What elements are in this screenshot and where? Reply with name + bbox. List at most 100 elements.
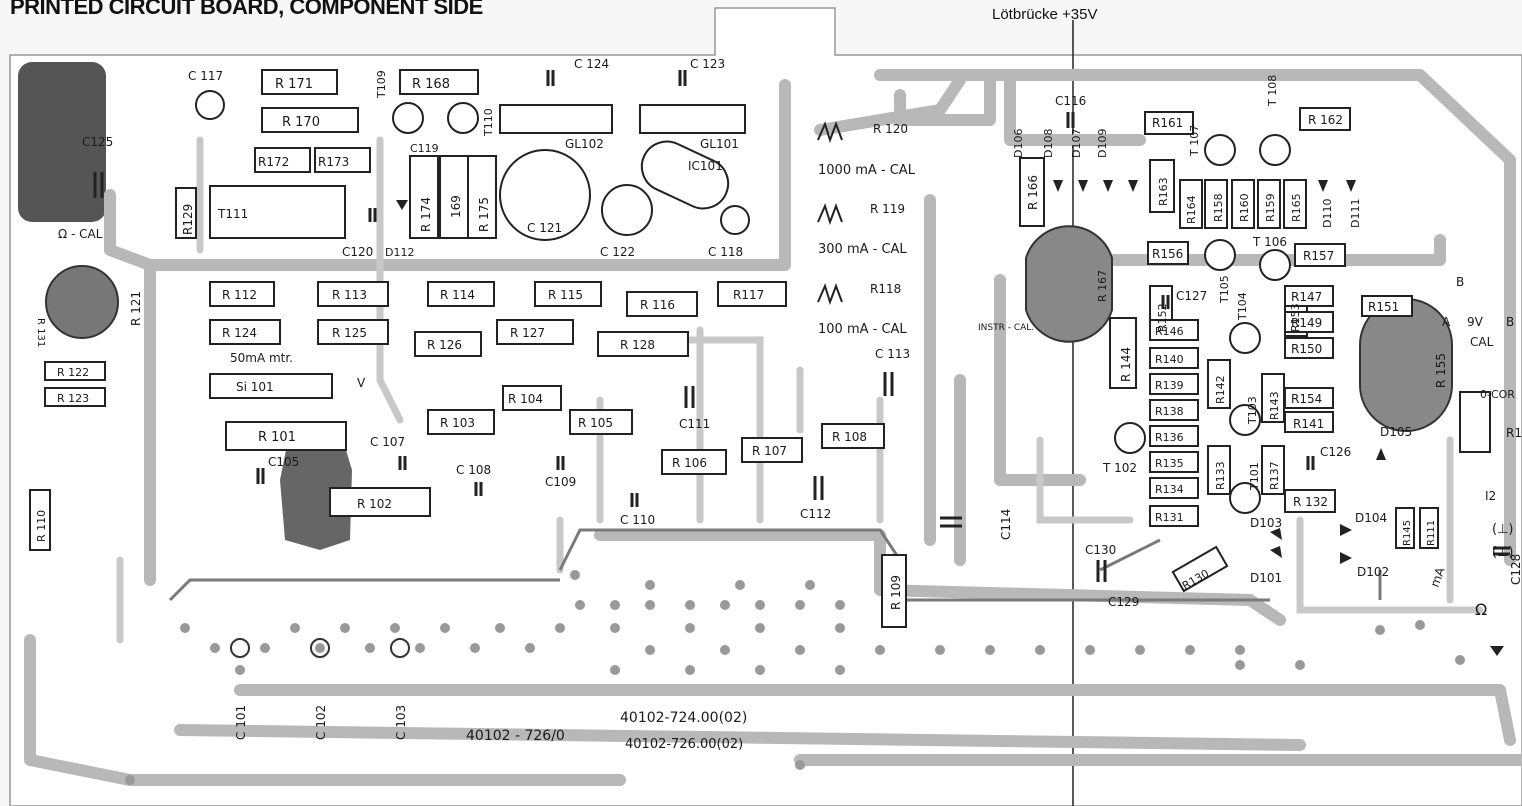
label-t105: T105	[1218, 275, 1231, 304]
label-d111: D111	[1349, 199, 1362, 228]
label-instr: INSTR - CAL.	[978, 323, 1034, 333]
label-d107: D107	[1070, 129, 1083, 158]
label-cal1000: 1000 mA - CAL	[818, 163, 916, 178]
label-cor: 0-COR	[1480, 388, 1515, 401]
label-c107: C 107	[370, 435, 405, 449]
label-r116: R 116	[640, 298, 675, 312]
label-c130: C130	[1085, 543, 1116, 557]
label-r129: R129	[181, 204, 195, 235]
bridge-note: Lötbrücke +35V	[992, 6, 1098, 23]
label-t111: T111	[217, 207, 248, 221]
label-d108: D108	[1042, 129, 1055, 158]
label-r118: R118	[870, 282, 901, 296]
label-c120: C120	[342, 245, 373, 259]
label-ninev: 9V	[1467, 315, 1484, 329]
label-d101: D101	[1250, 571, 1282, 585]
label-t107: T 107	[1188, 125, 1201, 157]
label-d105: D105	[1380, 425, 1412, 439]
label-r102: R 102	[357, 497, 392, 511]
capacitor-c121	[499, 149, 591, 241]
label-r117: R117	[733, 288, 764, 302]
label-r124: R 124	[222, 326, 257, 340]
label-r165: R165	[1290, 193, 1303, 222]
label-ma: mA	[1428, 565, 1448, 589]
label-cal300: 300 mA - CAL	[818, 242, 907, 257]
label-r127: R 127	[510, 326, 545, 340]
label-r136: R136	[1155, 431, 1184, 444]
label-r140: R140	[1155, 353, 1184, 366]
label-c127: C127	[1176, 289, 1207, 303]
label-r154: R154	[1291, 392, 1322, 406]
label-r120: R 120	[873, 122, 908, 136]
resistor-bodies	[29, 69, 1491, 628]
label-r162: R 162	[1308, 113, 1343, 127]
label-r173: R173	[318, 155, 349, 169]
label-r112: R 112	[222, 288, 257, 302]
label-r137: R137	[1268, 461, 1281, 490]
label-c109: C109	[545, 475, 576, 489]
pad-grid	[125, 570, 1465, 785]
label-t109: T109	[375, 70, 388, 99]
label-r119: R 119	[870, 202, 905, 216]
label-r110: R 110	[35, 510, 48, 542]
transistors	[392, 102, 1291, 514]
capacitor-c122	[601, 184, 653, 236]
label-r169: 169	[449, 195, 463, 218]
label-r158: R158	[1212, 193, 1225, 222]
label-c129: C129	[1108, 595, 1139, 609]
label-ohm: Ω	[1475, 600, 1487, 619]
label-t106: T 106	[1252, 235, 1287, 249]
label-r163: R163	[1157, 177, 1170, 206]
label-d103: D103	[1250, 516, 1282, 530]
small-caps	[93, 70, 1510, 582]
label-c110: C 110	[620, 513, 655, 527]
label-r115: R 115	[548, 288, 583, 302]
label-r122: R 122	[57, 366, 89, 379]
label-r145: R145	[1402, 520, 1413, 546]
label-c113: C 113	[875, 347, 910, 361]
label-r149: R149	[1291, 316, 1322, 330]
label-t104: T104	[1236, 292, 1249, 321]
label-c108: C 108	[456, 463, 491, 477]
label-c118: C 118	[708, 245, 743, 259]
label-gl101: GL101	[700, 137, 739, 151]
label-a: A	[1442, 315, 1451, 329]
label-r170: R 170	[282, 115, 320, 130]
diodes	[396, 180, 1504, 656]
label-v: V	[357, 376, 366, 390]
label-r132: R 132	[1293, 495, 1328, 509]
label-r164: R164	[1185, 195, 1198, 224]
label-d106: D106	[1012, 129, 1025, 158]
label-part1: 40102 - 726/0	[466, 728, 565, 744]
label-cal: CAL	[1470, 335, 1494, 349]
label-t103: T103	[1246, 396, 1259, 425]
label-r150: R150	[1291, 342, 1322, 356]
label-r121: R 121	[129, 291, 143, 326]
label-r135: R135	[1155, 457, 1184, 470]
label-t108: T 108	[1266, 75, 1279, 107]
label-r171: R 171	[275, 77, 313, 92]
label-r101: R 101	[258, 430, 296, 445]
label-r142: R142	[1214, 375, 1227, 404]
label-mtr: 50mA mtr.	[230, 351, 293, 365]
label-r139: R139	[1155, 379, 1184, 392]
label-c105: C105	[268, 455, 299, 469]
label-c124: C 124	[574, 57, 609, 71]
label-t101: T101	[1248, 462, 1261, 491]
label-r153: R153	[1289, 303, 1302, 332]
label-r147: R147	[1291, 290, 1322, 304]
label-part2: 40102-724.00(02)	[620, 710, 747, 726]
label-d109: D109	[1096, 129, 1109, 158]
trace-group-dark	[168, 528, 1382, 602]
label-c119: C119	[410, 142, 439, 155]
trace-group	[24, 69, 1522, 786]
label-r134: R134	[1155, 483, 1184, 496]
label-r1: R1	[1506, 426, 1522, 440]
trimpot-instr-cal	[1025, 225, 1113, 343]
label-ocal: Ω - CAL	[58, 227, 103, 241]
label-r152: R152	[1156, 303, 1169, 332]
label-r159: R159	[1264, 193, 1277, 222]
label-r141: R141	[1293, 417, 1324, 431]
